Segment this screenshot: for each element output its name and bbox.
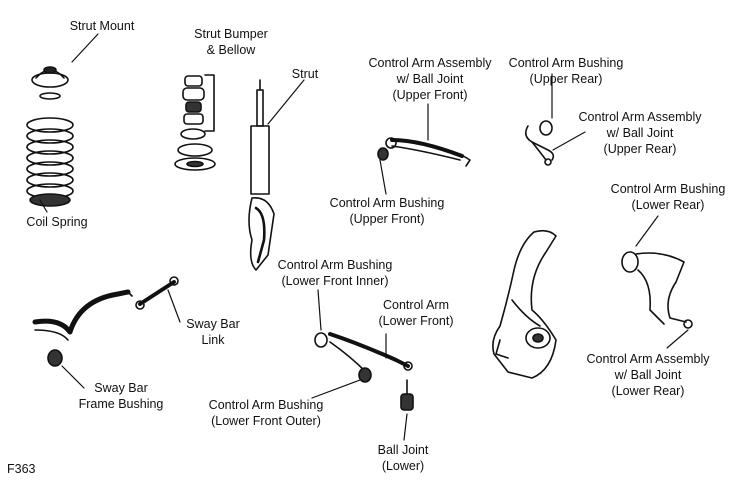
sway-bar-bushing-drawing <box>47 349 63 367</box>
label-control-arm-assembly-lower-rear: Control Arm Assembly w/ Ball Joint (Lowe… <box>586 352 710 398</box>
label-control-arm-bushing-upper-front: Control Arm Bushing (Upper Front) <box>329 196 445 226</box>
label-strut-mount: Strut Mount <box>69 19 135 33</box>
label-control-arm-bushing-lower-front-outer: Control Arm Bushing (Lower Front Outer) <box>208 398 324 428</box>
lower-front-arm-drawing <box>314 332 413 383</box>
label-control-arm-bushing-lower-rear: Control Arm Bushing (Lower Rear) <box>610 182 726 212</box>
label-strut-bumper: Strut Bumper & Bellow <box>194 27 268 57</box>
label-coil-spring: Coil Spring <box>26 215 88 229</box>
upper-front-arm-drawing <box>377 137 471 167</box>
sway-bar-link-drawing <box>135 276 179 310</box>
leader-lines <box>39 33 689 441</box>
label-ball-joint-lower: Ball Joint (Lower) <box>377 443 429 473</box>
label-control-arm-bushing-lower-front-inner: Control Arm Bushing (Lower Front Inner) <box>277 258 393 288</box>
strut-bumper-drawing <box>174 74 216 171</box>
coil-spring-drawing <box>26 117 74 207</box>
ball-joint-drawing <box>400 379 414 411</box>
label-control-arm-bushing-upper-rear: Control Arm Bushing (Upper Rear) <box>508 56 624 86</box>
label-strut: Strut <box>291 67 319 81</box>
upper-rear-arm-drawing <box>524 120 555 166</box>
figure-code: F363 <box>7 462 36 476</box>
label-control-arm-lower-front: Control Arm (Lower Front) <box>378 298 454 328</box>
steering-knuckle-drawing <box>492 229 557 379</box>
label-sway-bar-frame-bushing: Sway Bar Frame Bushing <box>78 381 164 411</box>
label-control-arm-assembly-upper-front: Control Arm Assembly w/ Ball Joint (Uppe… <box>368 56 492 102</box>
strut-drawing <box>248 79 275 271</box>
lower-rear-arm-drawing <box>621 251 693 329</box>
label-control-arm-assembly-upper-rear: Control Arm Assembly w/ Ball Joint (Uppe… <box>578 110 702 156</box>
sway-bar-drawing <box>32 289 133 341</box>
label-sway-bar-link: Sway Bar Link <box>186 317 240 347</box>
strut-mount-drawing <box>31 66 69 100</box>
